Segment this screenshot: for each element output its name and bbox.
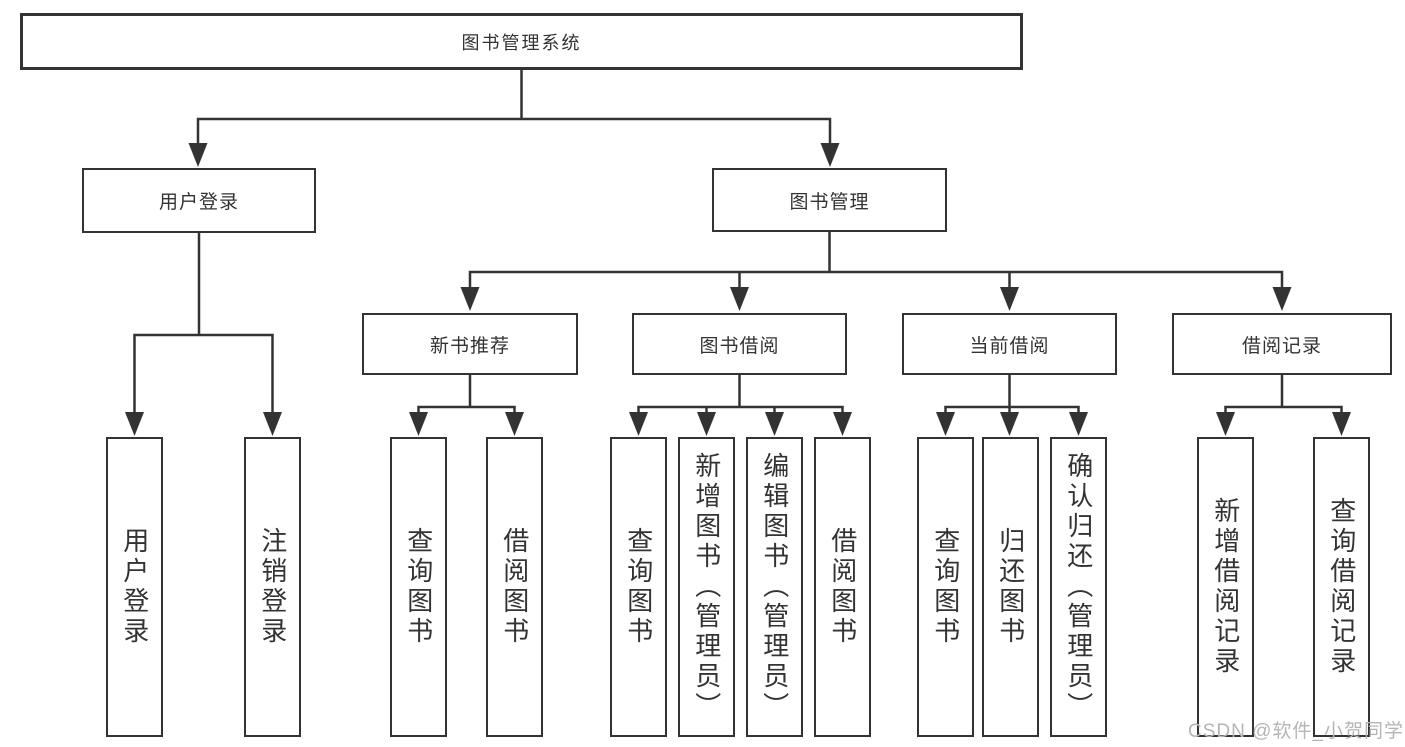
arrowhead xyxy=(1216,412,1235,436)
node-borrow-records: 借阅记录 xyxy=(1172,313,1392,375)
leaf-query-borrow-record: 查询借阅记录 xyxy=(1313,437,1370,737)
wire-user-login-children xyxy=(133,231,274,418)
node-label: 查询图书 xyxy=(623,527,654,647)
node-label: 借阅图书 xyxy=(499,527,530,647)
leaf-borrow-books-recommend: 借阅图书 xyxy=(486,437,543,737)
arrowhead xyxy=(125,412,144,436)
node-book-borrow: 图书借阅 xyxy=(632,313,847,375)
arrowhead xyxy=(730,287,749,311)
wire-new-books-children xyxy=(417,374,516,418)
arrowhead xyxy=(936,412,955,436)
leaf-logout: 注销登录 xyxy=(244,437,301,737)
node-label: 新增图书（管理员） xyxy=(691,452,722,722)
arrowhead xyxy=(263,412,282,436)
wire-book-management-children xyxy=(468,230,1284,292)
arrowhead xyxy=(409,412,428,436)
arrowhead xyxy=(1332,412,1351,436)
node-label: 新增借阅记录 xyxy=(1210,497,1241,677)
leaf-query-books-current: 查询图书 xyxy=(917,437,974,737)
arrowhead xyxy=(1272,287,1292,311)
node-label: 编辑图书（管理员） xyxy=(759,452,790,722)
node-label: 确认归还（管理员） xyxy=(1063,452,1094,722)
node-label: 查询图书 xyxy=(930,527,961,647)
node-label: 查询借阅记录 xyxy=(1326,497,1357,677)
arrowhead xyxy=(188,143,208,167)
node-new-book-recommend: 新书推荐 xyxy=(362,313,578,375)
node-label: 借阅记录 xyxy=(1241,335,1322,357)
leaf-borrow-books: 借阅图书 xyxy=(814,437,871,737)
leaf-query-books-recommend: 查询图书 xyxy=(390,437,447,737)
node-library-system: 图书管理系统 xyxy=(20,13,1023,70)
node-label: 图书管理 xyxy=(789,191,870,213)
arrowhead xyxy=(1000,412,1019,436)
node-label: 图书管理系统 xyxy=(461,32,582,53)
arrowhead xyxy=(833,412,852,436)
leaf-confirm-return-admin: 确认归还（管理员） xyxy=(1050,437,1107,737)
node-label: 用户登录 xyxy=(119,527,150,647)
node-book-management: 图书管理 xyxy=(712,168,947,232)
arrowhead xyxy=(697,412,716,436)
leaf-edit-books-admin: 编辑图书（管理员） xyxy=(746,437,803,737)
leaf-return-books: 归还图书 xyxy=(982,437,1039,737)
node-label: 查询图书 xyxy=(403,527,434,647)
leaf-query-books-borrow: 查询图书 xyxy=(610,437,667,737)
leaf-add-borrow-record: 新增借阅记录 xyxy=(1197,437,1254,737)
arrowhead xyxy=(460,287,480,311)
wire-current-borrow-children xyxy=(944,374,1080,418)
node-label: 借阅图书 xyxy=(827,527,858,647)
arrowhead xyxy=(765,412,784,436)
wire-root-to-level1 xyxy=(196,68,832,148)
arrowhead xyxy=(1000,287,1019,311)
node-user-login: 用户登录 xyxy=(82,168,316,233)
arrowhead xyxy=(629,412,648,436)
watermark-text: CSDN @软件_小贺同学 xyxy=(1188,721,1404,742)
node-label: 图书借阅 xyxy=(699,335,780,357)
arrowhead xyxy=(820,143,840,167)
wire-book-borrow-children xyxy=(637,374,844,418)
node-label: 归还图书 xyxy=(995,527,1026,647)
leaf-user-login: 用户登录 xyxy=(106,437,163,737)
arrowhead xyxy=(1069,412,1088,436)
node-label: 注销登录 xyxy=(257,527,288,647)
node-label: 当前借阅 xyxy=(969,335,1050,357)
node-label: 用户登录 xyxy=(158,192,239,213)
node-current-borrow: 当前借阅 xyxy=(902,313,1117,375)
node-label: 新书推荐 xyxy=(429,335,510,357)
arrowhead xyxy=(505,412,524,436)
leaf-add-books-admin: 新增图书（管理员） xyxy=(678,437,735,737)
wire-borrow-records-children xyxy=(1224,374,1343,418)
